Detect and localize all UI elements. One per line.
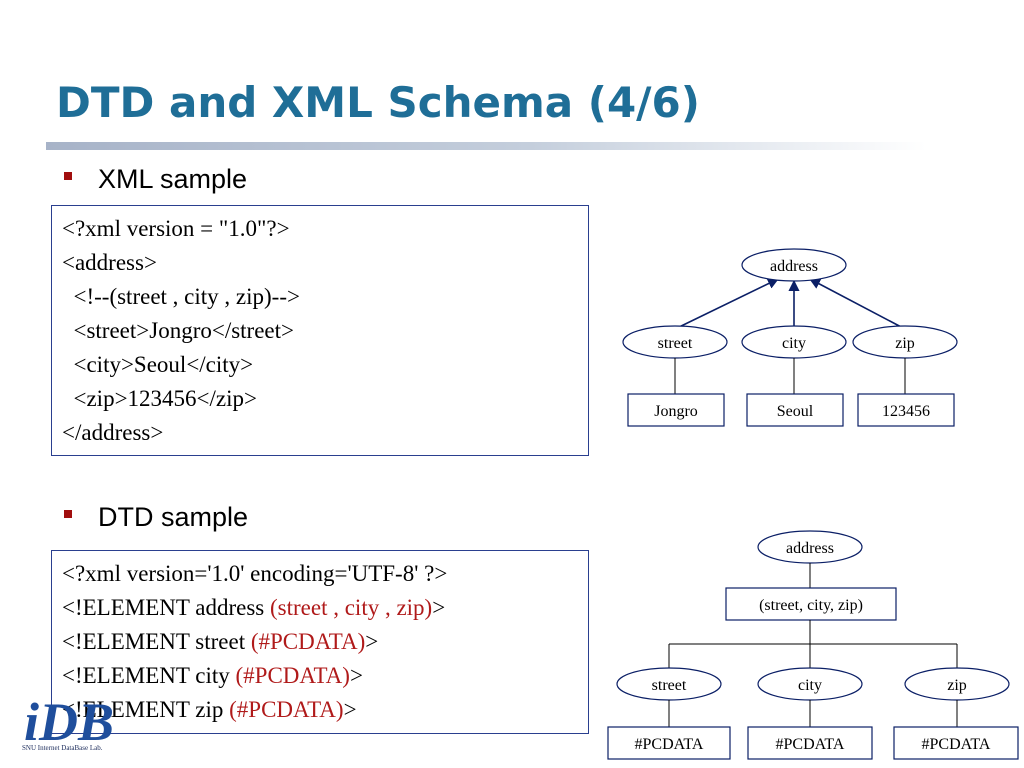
bullet-square-icon — [64, 171, 72, 180]
tree-value-box — [746, 393, 844, 427]
bullet-dtd-sample: DTD sample — [64, 502, 248, 533]
tree-value-box — [627, 393, 725, 427]
page-title: DTD and XML Schema (4/6) — [56, 78, 700, 127]
tree-node-label: street — [658, 335, 693, 352]
dtd-code-line: <!ELEMENT address (street , city , zip)> — [62, 595, 446, 620]
dtd-code-line: <!ELEMENT street (#PCDATA)> — [62, 629, 379, 654]
bullet-label: XML sample — [98, 164, 248, 194]
tree-value-box — [857, 393, 955, 427]
tree-node-label: city — [782, 335, 806, 352]
tree-node-label: city — [798, 677, 822, 694]
tree-value-label: #PCDATA — [922, 736, 991, 753]
tree-value-box — [893, 726, 1019, 760]
xml-code-box: <?xml version = "1.0"?> <address> <!--(s… — [51, 205, 589, 456]
tree-value-box — [747, 726, 873, 760]
idb-logo: iDB SNU Internet DataBase Lab. — [22, 692, 114, 752]
tree-group-label: (street, city, zip) — [759, 597, 863, 614]
tree-node-label: zip — [947, 677, 967, 694]
bullet-xml-sample: XML sample — [64, 164, 247, 195]
dtd-code-line: <!ELEMENT city (#PCDATA)> — [62, 663, 363, 688]
xml-code-line: <city>Seoul</city> — [62, 352, 254, 377]
dtd-code-line: <!ELEMENT zip (#PCDATA)> — [62, 697, 357, 722]
tree-node-label: street — [652, 677, 687, 694]
bullet-square-icon — [64, 509, 72, 518]
tree-value-label: #PCDATA — [776, 736, 845, 753]
tree-node-label: zip — [895, 335, 915, 352]
xml-code-line: <address> — [62, 250, 157, 275]
tree-edge — [674, 278, 780, 330]
xml-code-line: <!--(street , city , zip)--> — [62, 284, 300, 309]
logo-letters: iDB — [24, 692, 114, 752]
dtd-code-box: <?xml version='1.0' encoding='UTF-8' ?> … — [51, 550, 589, 734]
bullet-label: DTD sample — [98, 502, 249, 532]
tree-value-label: #PCDATA — [635, 736, 704, 753]
xml-code-line: <?xml version = "1.0"?> — [62, 216, 290, 241]
tree-edge — [809, 278, 906, 330]
xml-code-line: <street>Jongro</street> — [62, 318, 295, 343]
tree-value-box — [607, 726, 731, 760]
logo-caption: SNU Internet DataBase Lab. — [22, 744, 103, 752]
tree-value-label: Jongro — [654, 403, 698, 420]
tree-node-root-label: address — [786, 540, 834, 557]
tree-group-box — [725, 587, 897, 621]
xml-tree-diagram: address street city zip Jongro Seoul 123… — [622, 248, 958, 427]
tree-node-root-label: address — [770, 258, 818, 275]
title-underline — [46, 142, 926, 150]
xml-code-line: </address> — [62, 420, 164, 445]
xml-code-line: <zip>123456</zip> — [62, 386, 257, 411]
tree-value-label: 123456 — [882, 403, 930, 420]
dtd-code-line: <?xml version='1.0' encoding='UTF-8' ?> — [62, 561, 448, 586]
dtd-tree-diagram: address (street, city, zip) street city … — [607, 530, 1019, 760]
tree-value-label: Seoul — [777, 403, 814, 420]
tree-node-root — [741, 248, 847, 282]
